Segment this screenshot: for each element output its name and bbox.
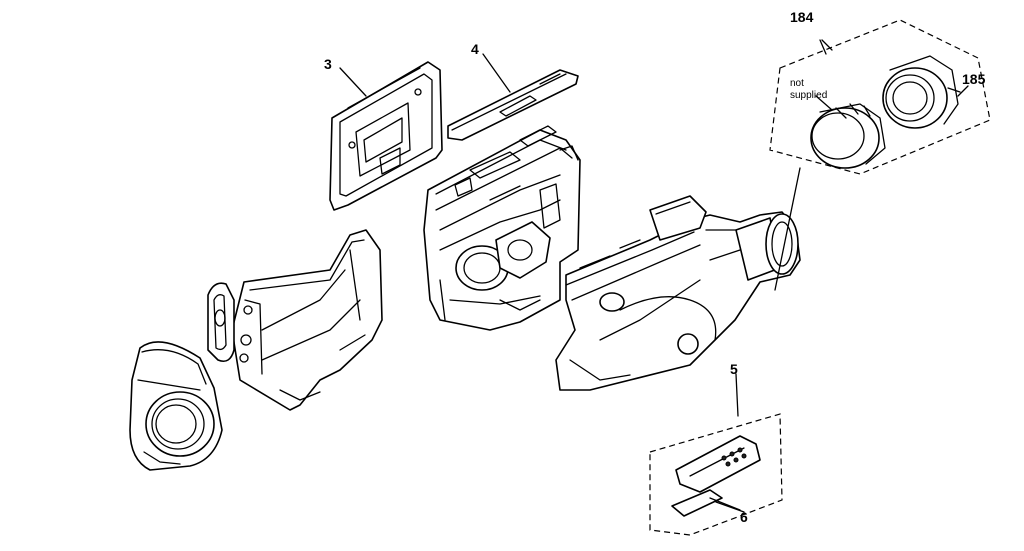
remote-control: [675, 435, 761, 493]
callout-4: 4: [471, 41, 479, 57]
remote-battery-cover: [671, 489, 723, 517]
part-5-dashed-boundary: [649, 413, 783, 536]
callout-3: 3: [324, 56, 332, 72]
callout-5: 5: [730, 361, 738, 377]
part-184-185-group: [769, 19, 991, 291]
part-5-6-remote-group: [649, 413, 783, 536]
callout-185: 185: [962, 71, 986, 87]
part-184-dashed-boundary: [769, 19, 991, 175]
callout-184: 184: [790, 9, 814, 25]
part-4-top-strip: [447, 69, 579, 141]
main-body-shell: [555, 195, 801, 391]
front-lens-housing: [129, 341, 223, 471]
not-supplied-note-line1: not: [790, 78, 804, 89]
inner-frame: [231, 229, 383, 411]
oval-bracket: [207, 282, 235, 363]
central-chassis: [423, 125, 581, 331]
not-supplied-note-line2: supplied: [790, 90, 827, 101]
leader-lines: [339, 39, 969, 513]
part-3-side-panel: [329, 61, 443, 211]
callout-6: 6: [740, 509, 748, 525]
